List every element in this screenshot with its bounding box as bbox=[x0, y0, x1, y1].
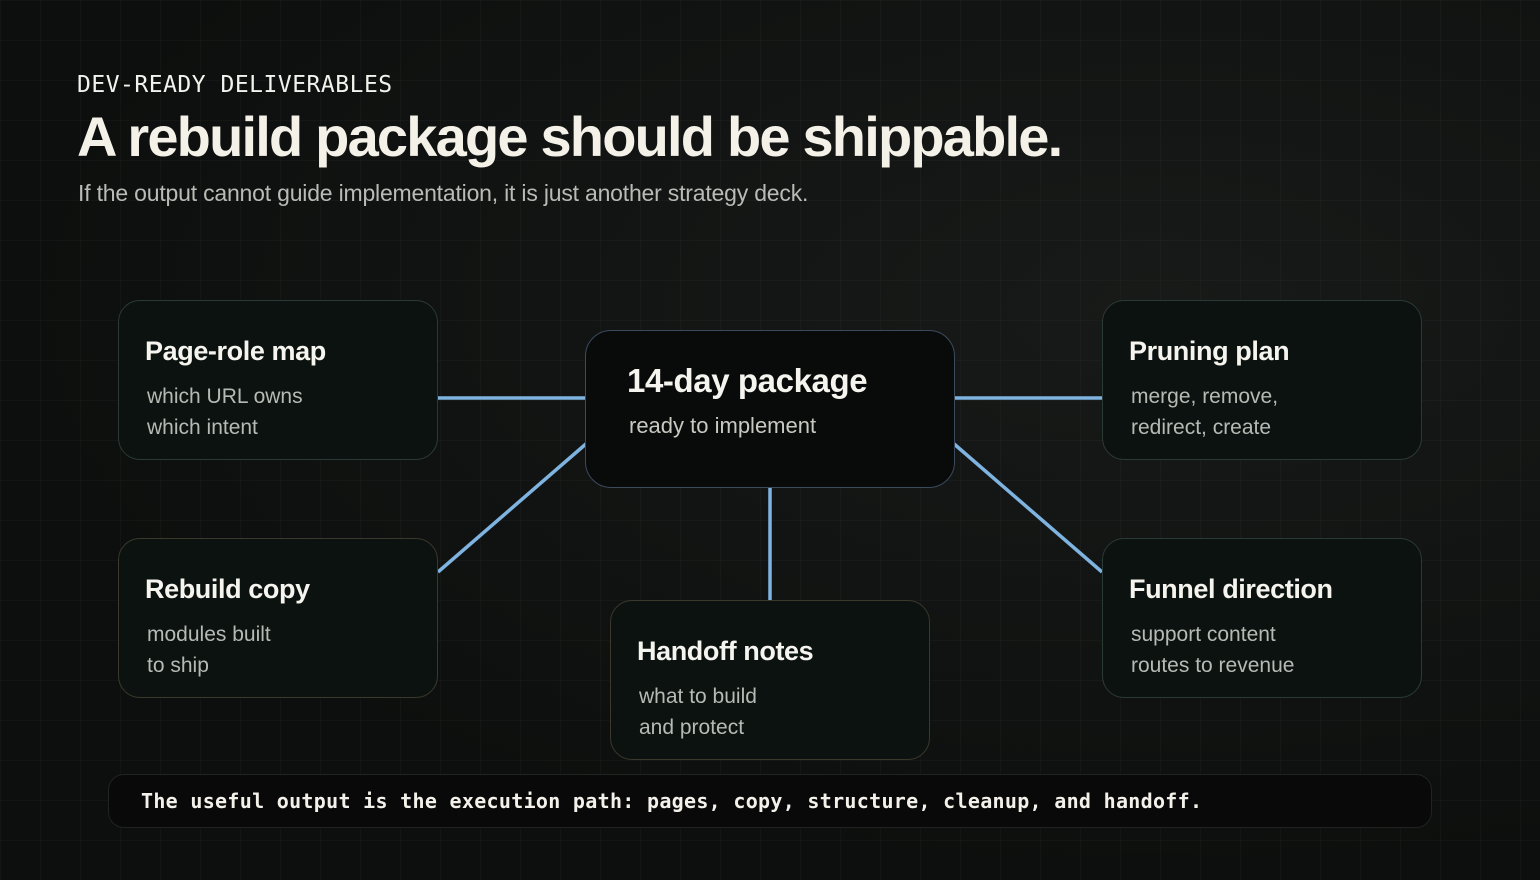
card-description-line: redirect, create bbox=[1131, 416, 1272, 439]
card-description: which URL owns which intent bbox=[145, 381, 411, 443]
card-description-line: merge, remove, bbox=[1131, 385, 1279, 408]
card-description-line: which URL owns bbox=[147, 385, 303, 408]
card-description: what to build and protect bbox=[637, 681, 903, 743]
card-title: Page-role map bbox=[145, 336, 326, 366]
card-description-line: to ship bbox=[147, 654, 209, 677]
card-description: support content routes to revenue bbox=[1129, 619, 1395, 681]
center-subtitle: ready to implement bbox=[629, 413, 817, 438]
center-title: 14-day package bbox=[627, 362, 868, 399]
card-handoff-notes: Handoff notes what to build and protect bbox=[610, 600, 930, 760]
card-description-line: what to build bbox=[639, 685, 757, 708]
card-description-line: routes to revenue bbox=[1131, 654, 1295, 677]
card-description-line: which intent bbox=[147, 416, 258, 439]
card-title: Handoff notes bbox=[637, 636, 814, 666]
card-title: Funnel direction bbox=[1129, 574, 1333, 604]
card-title: Pruning plan bbox=[1129, 336, 1290, 366]
center-package-card: 14-day package ready to implement bbox=[585, 330, 955, 488]
card-pruning-plan: Pruning plan merge, remove, redirect, cr… bbox=[1102, 300, 1422, 460]
card-description-line: and protect bbox=[639, 716, 745, 739]
footer-summary-text: The useful output is the execution path:… bbox=[141, 789, 1203, 813]
card-description-line: support content bbox=[1131, 623, 1276, 646]
card-title: Rebuild copy bbox=[145, 574, 310, 604]
card-description-line: modules built bbox=[147, 623, 271, 646]
card-description: merge, remove, redirect, create bbox=[1129, 381, 1395, 443]
footer-summary-bar: The useful output is the execution path:… bbox=[108, 774, 1432, 828]
connector-rebuild-copy bbox=[436, 441, 589, 574]
page-title: A rebuild package should be shippable. bbox=[77, 105, 1063, 168]
page-subtitle: If the output cannot guide implementatio… bbox=[78, 180, 809, 206]
card-description: modules built to ship bbox=[145, 619, 411, 681]
card-page-role-map: Page-role map which URL owns which inten… bbox=[118, 300, 438, 460]
eyebrow-label: DEV-READY DELIVERABLES bbox=[77, 72, 393, 98]
connector-funnel-direction bbox=[951, 441, 1104, 574]
card-funnel-direction: Funnel direction support content routes … bbox=[1102, 538, 1422, 698]
card-rebuild-copy: Rebuild copy modules built to ship bbox=[118, 538, 438, 698]
